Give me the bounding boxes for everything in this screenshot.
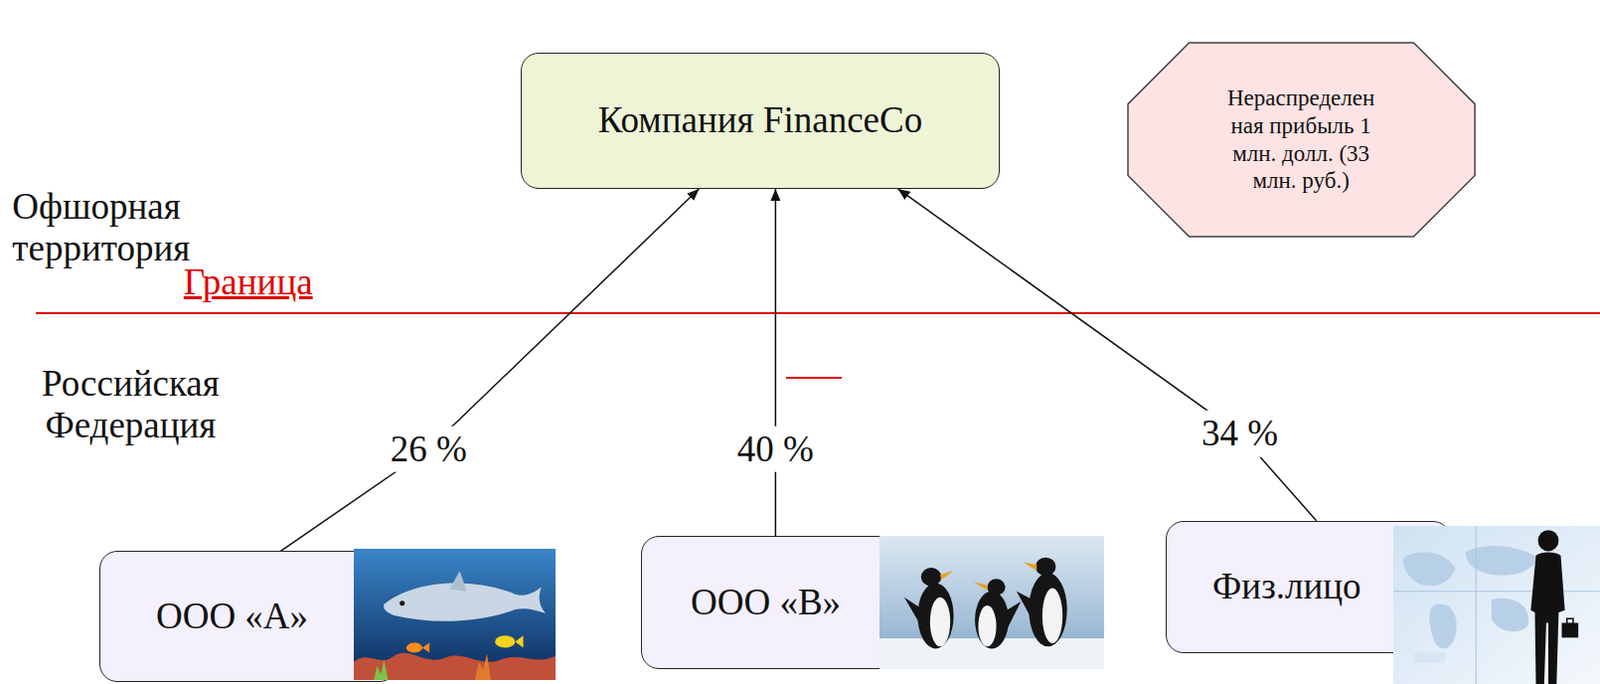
share-percent: 34 % xyxy=(1195,410,1284,458)
box-text: Нераспределен ная прибыль 1 млн. долл. (… xyxy=(1219,84,1384,194)
label-holder: Граница xyxy=(183,261,314,305)
box-text: ООО «В» xyxy=(690,581,841,625)
company-box: ООО «А» xyxy=(99,550,399,681)
ocean-picture xyxy=(353,548,556,680)
profit-octagon: Нераспределен ная прибыль 1 млн. долл. (… xyxy=(1127,42,1475,237)
company-box: Компания FinanceCo xyxy=(520,52,1001,189)
edge-label-holder: 34 % xyxy=(1195,410,1284,458)
share-percent: 40 % xyxy=(731,426,820,474)
ownership-arrow xyxy=(280,188,699,552)
region-label: Офшорная территория xyxy=(11,185,252,271)
businessman-picture xyxy=(1393,525,1600,684)
box-text: ООО «А» xyxy=(156,595,309,639)
edge-label-holder: 26 % xyxy=(384,426,474,474)
ownership-arrow xyxy=(775,188,778,536)
octagon-shape xyxy=(1127,42,1475,237)
edge-label-holder: 40 % xyxy=(731,426,820,474)
box-text: Компания FinanceCo xyxy=(598,99,923,143)
border-line xyxy=(35,312,1600,315)
region-label: Российская Федерация xyxy=(7,362,253,448)
label-holder: Офшорная территория xyxy=(11,185,252,271)
ownership-arrow xyxy=(898,188,1317,521)
share-percent: 26 % xyxy=(384,426,474,474)
octagon-outline xyxy=(1127,42,1475,237)
red-dash xyxy=(786,376,842,379)
label-holder: Российская Федерация xyxy=(7,362,253,448)
penguin-picture xyxy=(879,535,1105,669)
box-text: Физ.лицо xyxy=(1212,565,1361,609)
border-label: Граница xyxy=(183,261,314,305)
